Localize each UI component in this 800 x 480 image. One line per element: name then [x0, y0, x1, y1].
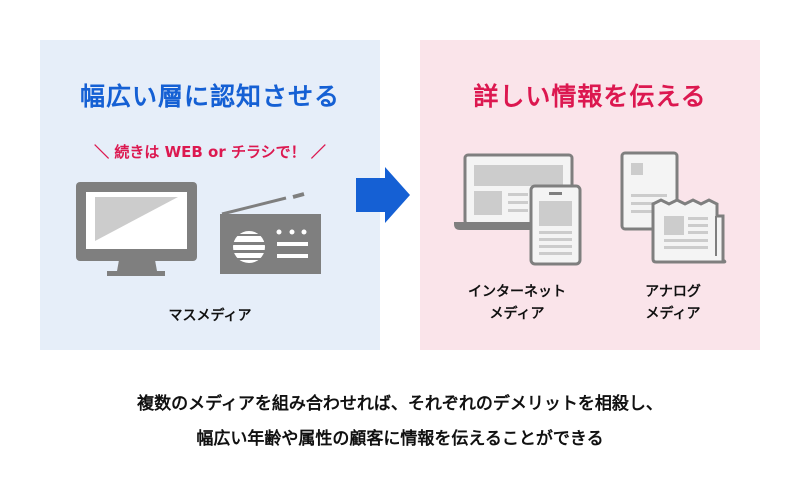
tv-icon	[76, 182, 197, 276]
newspaper-icon	[651, 198, 727, 264]
slash-right-icon: ／	[305, 143, 326, 161]
analog-label-line1: アナログ	[645, 284, 701, 300]
callout: ＼ 続きは WEB or チラシで！ ／	[94, 141, 326, 162]
caption-line1: 複数のメディアを組み合わせれば、それぞれのデメリットを相殺し、	[137, 394, 663, 414]
mass-media-label: マスメディア	[168, 308, 252, 324]
detail-title: 詳しい情報を伝える	[473, 82, 707, 111]
callout-text: 続きは WEB or チラシで！	[114, 143, 306, 161]
internet-label-line1: インターネット	[468, 284, 566, 300]
internet-media-label: インターネット メディア	[468, 281, 566, 325]
mass-media-title: 幅広い層に認知させる	[79, 82, 341, 111]
arrow-right-icon	[356, 167, 410, 223]
smartphone-icon	[529, 184, 582, 266]
radio-icon	[220, 192, 321, 274]
internet-label-line2: メディア	[489, 306, 545, 322]
slash-left-icon: ＼	[94, 143, 115, 161]
caption-line2: 幅広い年齢や属性の顧客に情報を伝えることができる	[196, 429, 604, 449]
analog-label-line2: メディア	[645, 306, 701, 322]
analog-media-label: アナログ メディア	[645, 281, 701, 325]
